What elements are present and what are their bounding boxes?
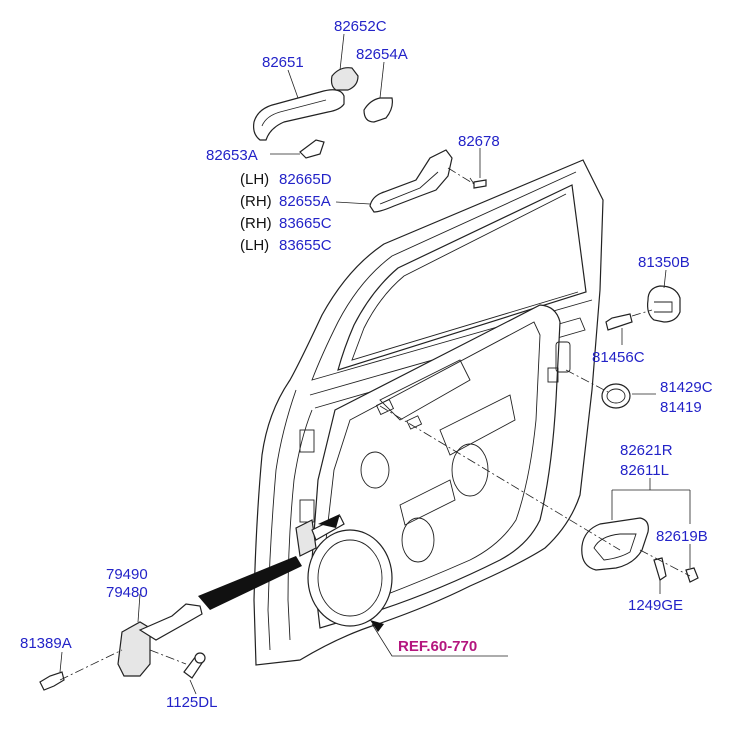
handle-frame-rib <box>379 171 439 205</box>
inside-handle-lever <box>593 533 637 561</box>
module-slot-1 <box>375 398 395 416</box>
speaker-opening-inner <box>317 539 383 617</box>
label-83665C: 83665C <box>279 215 332 232</box>
striker-loop <box>654 301 673 313</box>
outside-handle-group <box>253 67 487 213</box>
module-rib-3 <box>399 479 456 526</box>
label-rh-1: (RH) <box>240 193 272 210</box>
module-slot-2 <box>406 415 423 430</box>
label-1125DL: 1125DL <box>166 694 217 711</box>
striker-group <box>601 285 681 409</box>
dash-striker-bolt <box>631 309 653 317</box>
dash-checker-arm-bolt <box>149 649 187 665</box>
leader-82651 <box>287 69 299 99</box>
inside-handle-screw <box>653 557 667 581</box>
checker-arrow-top <box>318 514 340 528</box>
inside-handle <box>581 517 649 571</box>
label-82619B: 82619B <box>656 528 708 545</box>
module-rib-2 <box>439 394 516 456</box>
handle-cap <box>330 67 359 91</box>
speaker-opening <box>307 529 393 627</box>
window-opening <box>337 184 587 371</box>
label-ref-60-770: REF.60-770 <box>398 638 477 655</box>
leader-ref <box>371 623 508 657</box>
checker-bracket <box>295 519 317 557</box>
label-81456C: 81456C <box>592 349 645 366</box>
leader-81389A <box>59 651 63 673</box>
hinge-area-1 <box>299 429 315 453</box>
label-82665D: 82665D <box>279 171 332 188</box>
dash-checker-bolt <box>59 649 123 681</box>
module-slot-3 <box>547 367 559 383</box>
dash-grommet <box>565 369 609 393</box>
label-82621R: 82621R <box>620 442 673 459</box>
grommet-outer <box>601 383 631 409</box>
inside-handle-cap <box>685 567 699 583</box>
checker-arm-bolt-head <box>194 652 206 664</box>
checker-bolt <box>39 671 65 691</box>
label-82611L: 82611L <box>620 462 669 479</box>
checker-bracket-part <box>117 621 151 677</box>
label-81350B: 81350B <box>638 254 690 271</box>
door-panel <box>253 159 604 666</box>
label-rh-2: (RH) <box>240 215 272 232</box>
label-79480: 79480 <box>106 584 148 601</box>
handle-frame <box>369 149 453 213</box>
outside-handle <box>253 89 345 141</box>
module-inner-contour <box>325 321 541 613</box>
window-inner-line <box>351 193 579 361</box>
label-1249GE: 1249GE <box>628 597 683 614</box>
label-82654A: 82654A <box>356 46 408 63</box>
label-79490: 79490 <box>106 566 148 583</box>
dash-handle-cap <box>639 549 691 577</box>
label-82651: 82651 <box>262 54 304 71</box>
leader-lines <box>59 33 691 695</box>
striker-bolt <box>605 313 633 331</box>
inside-handle-group <box>581 517 699 583</box>
leader-82654A <box>379 61 385 99</box>
checker-connection-wedge <box>198 556 302 610</box>
grommet-inner <box>606 388 626 404</box>
striker-plate <box>647 285 681 323</box>
dash-inside-handle <box>379 405 621 551</box>
checker-arm <box>138 603 203 641</box>
label-82652C: 82652C <box>334 18 387 35</box>
leader-1125DL <box>189 679 197 695</box>
label-lh-2: (LH) <box>240 237 269 254</box>
outside-handle-edge <box>261 99 327 127</box>
leader-81350B <box>663 269 667 289</box>
handle-pad-rear <box>299 139 325 159</box>
label-82655A: 82655A <box>279 193 331 210</box>
label-81429C: 81429C <box>660 379 713 396</box>
latch-mount <box>555 341 571 373</box>
leader-handle-frame <box>335 201 371 205</box>
frame-screw <box>473 179 487 189</box>
frame-screw-dash <box>469 177 475 185</box>
dash-frame-screw <box>447 167 475 185</box>
module-hole-2 <box>360 451 390 489</box>
door-flange-inner <box>287 409 313 641</box>
leader-79490 <box>137 593 141 623</box>
dashed-center-lines <box>59 167 691 681</box>
ref-arrowhead <box>370 620 384 632</box>
label-lh-1: (LH) <box>240 171 269 188</box>
label-81389A: 81389A <box>20 635 72 652</box>
window-frame-outer <box>311 171 593 381</box>
checker-group <box>39 514 340 691</box>
part-labels: 82652C 82651 82654A 82653A 82678 (LH) 82… <box>20 18 713 711</box>
module-rib-1 <box>379 359 471 421</box>
label-82653A: 82653A <box>206 147 258 164</box>
label-83655C: 83655C <box>279 237 332 254</box>
label-82678: 82678 <box>458 133 500 150</box>
label-81419: 81419 <box>660 399 702 416</box>
leader-82652C <box>339 33 345 71</box>
handle-pad-front <box>363 97 393 123</box>
